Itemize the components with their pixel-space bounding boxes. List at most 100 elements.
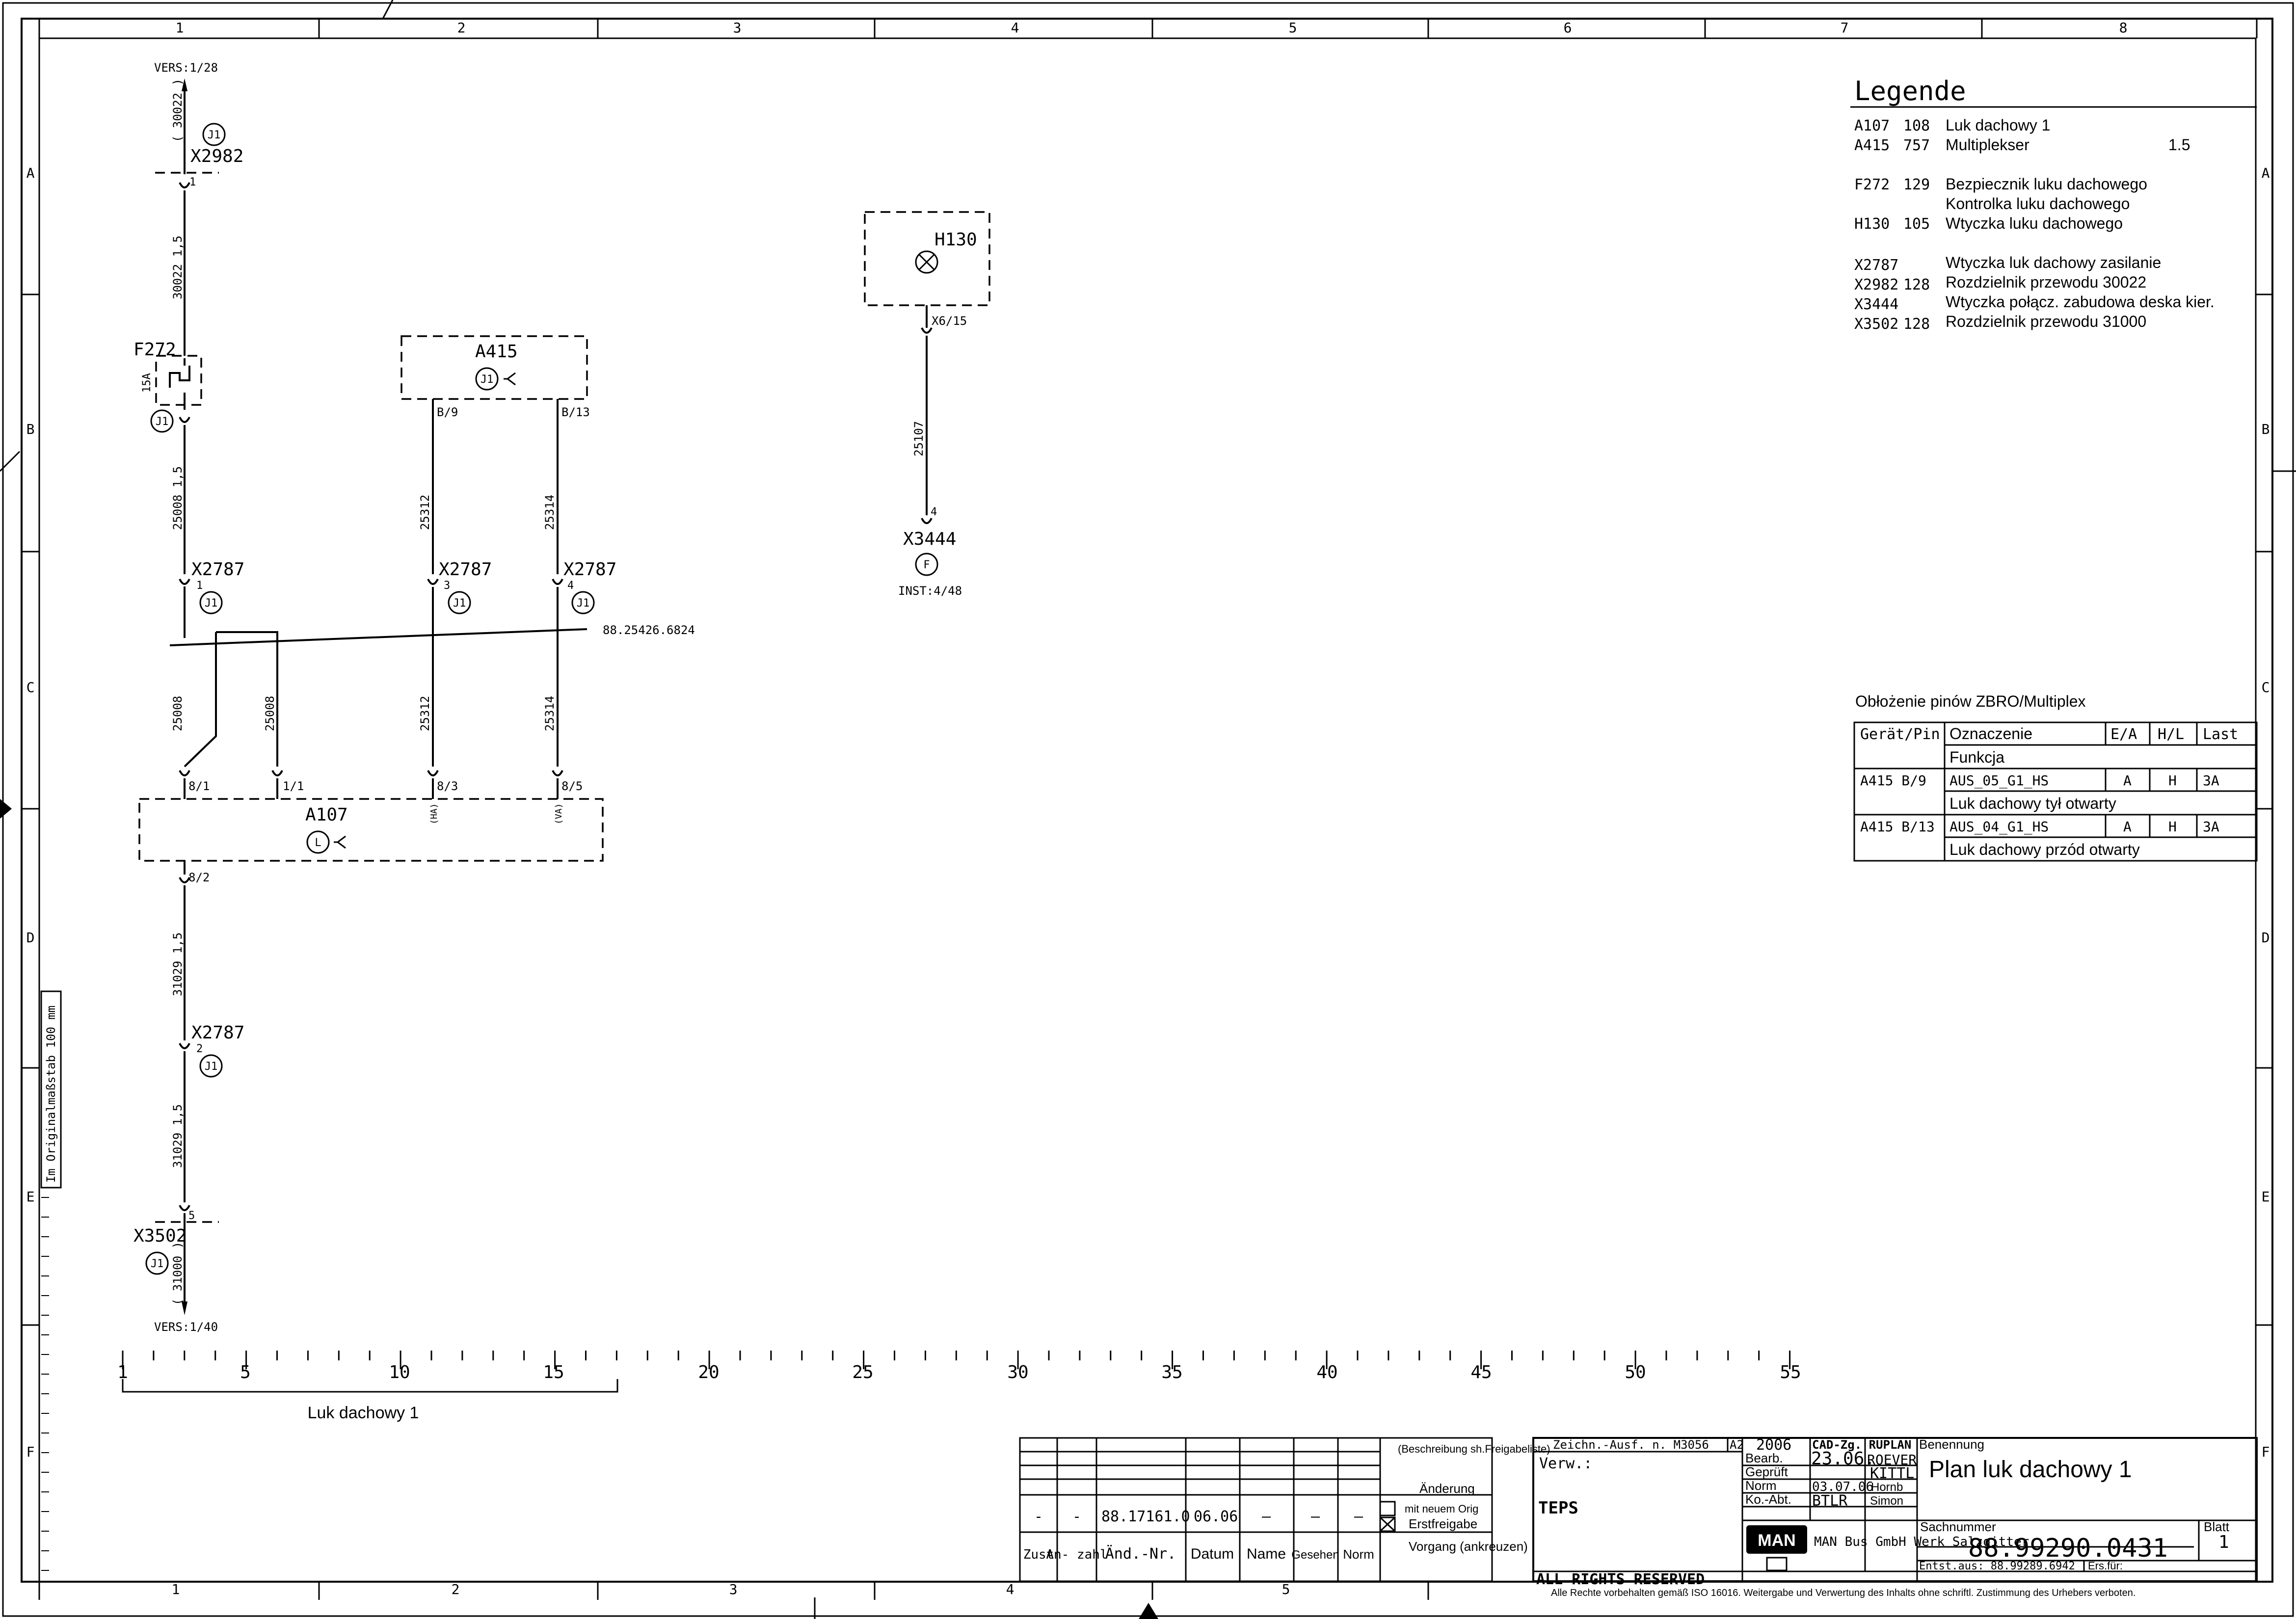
svg-text:7: 7 <box>1841 20 1849 36</box>
svg-text:Simon: Simon <box>1870 1494 1903 1508</box>
svg-text:H130: H130 <box>934 230 977 250</box>
svg-text:AUS_05_G1_HS: AUS_05_G1_HS <box>1949 772 2049 789</box>
svg-text:—: — <box>1262 1508 1271 1525</box>
svg-text:757: 757 <box>1903 137 1930 154</box>
svg-text:3: 3 <box>729 1581 738 1597</box>
schematic-labels: VERS:1/28 J1 X2982 ( 30022 ) 1 30022 1,5… <box>133 61 977 1334</box>
svg-text:Geprüft: Geprüft <box>1745 1464 1788 1479</box>
row-labels: A B C D E F A B C D E F <box>27 165 2270 1460</box>
svg-text:Wtyczka połącz. zabudowa deska: Wtyczka połącz. zabudowa deska kier. <box>1946 293 2215 311</box>
svg-text:J1: J1 <box>208 129 221 141</box>
svg-text:Zeichn.-Ausf. n. M3056: Zeichn.-Ausf. n. M3056 <box>1553 1438 1709 1452</box>
svg-text:Zust: Zust <box>1023 1547 1054 1562</box>
svg-text:5: 5 <box>188 1210 195 1222</box>
svg-text:3A: 3A <box>2203 819 2219 835</box>
legend: Legende A107 108 Luk dachowy 1 A415 757 … <box>1850 76 2257 333</box>
svg-text:A: A <box>2123 819 2132 835</box>
svg-text:E: E <box>2262 1189 2270 1205</box>
svg-text:MAN Bus GmbH Werk Salzgitter: MAN Bus GmbH Werk Salzgitter <box>1814 1535 2029 1549</box>
svg-text:A2: A2 <box>1730 1438 1744 1452</box>
svg-text:X3502: X3502 <box>1854 316 1898 333</box>
svg-text:E: E <box>27 1189 35 1205</box>
svg-text:F272: F272 <box>133 340 176 360</box>
svg-text:Kontrolka luku dachowego: Kontrolka luku dachowego <box>1946 195 2130 212</box>
svg-text:A: A <box>27 165 35 181</box>
svg-text:X2982: X2982 <box>190 146 243 166</box>
svg-text:An- zahl: An- zahl <box>1046 1547 1107 1562</box>
svg-text:TEPS: TEPS <box>1538 1498 1578 1518</box>
svg-text:Legende: Legende <box>1854 76 1966 106</box>
svg-text:E/A: E/A <box>2110 726 2137 743</box>
svg-text:Im Originalmaßstab 100 mm: Im Originalmaßstab 100 mm <box>44 1006 58 1183</box>
svg-text:25008: 25008 <box>263 696 277 731</box>
svg-text:Luk dachowy 1: Luk dachowy 1 <box>1946 116 2050 134</box>
svg-text:-: - <box>1034 1508 1043 1525</box>
svg-text:45: 45 <box>1470 1362 1492 1382</box>
svg-text:3: 3 <box>444 580 450 592</box>
svg-text:VERS:1/28: VERS:1/28 <box>154 61 218 75</box>
svg-text:25: 25 <box>852 1362 873 1382</box>
svg-text:2: 2 <box>452 1581 460 1597</box>
svg-text:Datum: Datum <box>1191 1546 1234 1562</box>
svg-text:H/L: H/L <box>2158 726 2184 743</box>
svg-text:105: 105 <box>1903 215 1930 233</box>
svg-text:H130: H130 <box>1854 215 1890 233</box>
svg-text:C: C <box>27 679 35 695</box>
svg-text:4: 4 <box>931 506 937 518</box>
svg-text:BTLR: BTLR <box>1812 1492 1848 1510</box>
svg-text:1: 1 <box>117 1362 128 1382</box>
svg-text:25314: 25314 <box>543 495 557 530</box>
svg-text:Rozdzielnik przewodu 31000: Rozdzielnik przewodu 31000 <box>1946 313 2146 330</box>
svg-text:Änd.-Nr.: Änd.-Nr. <box>1105 1545 1176 1563</box>
a107-module <box>138 798 604 862</box>
svg-text:Verw.:: Verw.: <box>1539 1455 1592 1472</box>
svg-text:25312: 25312 <box>418 495 432 530</box>
svg-text:31029 1,5: 31029 1,5 <box>171 1104 185 1168</box>
svg-text:108: 108 <box>1903 117 1930 134</box>
svg-text:C: C <box>2262 679 2270 695</box>
svg-text:J1: J1 <box>453 597 466 610</box>
svg-text:1: 1 <box>2218 1532 2229 1552</box>
svg-text:8/5: 8/5 <box>561 779 583 793</box>
svg-text:5: 5 <box>1282 1581 1290 1597</box>
svg-text:Ko.-Abt.: Ko.-Abt. <box>1745 1492 1791 1507</box>
svg-text:F272: F272 <box>1854 176 1890 193</box>
svg-text:( 30022 ): ( 30022 ) <box>171 79 185 142</box>
svg-text:INST:4/48: INST:4/48 <box>898 584 962 598</box>
svg-text:mit neuem Orig: mit neuem Orig <box>1405 1503 1478 1515</box>
svg-text:Wtyczka luku dachowego: Wtyczka luku dachowego <box>1946 214 2123 232</box>
svg-text:Plan luk dachowy 1: Plan luk dachowy 1 <box>1929 1457 2132 1483</box>
svg-text:1: 1 <box>196 580 203 592</box>
svg-text:2006: 2006 <box>1756 1436 1791 1454</box>
svg-text:88.25426.6824: 88.25426.6824 <box>603 623 695 637</box>
svg-text:10: 10 <box>389 1362 410 1382</box>
svg-text:X3444: X3444 <box>1854 296 1898 313</box>
svg-text:-: - <box>1072 1508 1081 1525</box>
svg-text:A415: A415 <box>1854 137 1890 154</box>
svg-text:15A: 15A <box>141 373 153 393</box>
svg-text:—: — <box>1354 1508 1363 1525</box>
svg-text:—: — <box>1311 1508 1320 1525</box>
svg-text:A107: A107 <box>305 805 348 825</box>
svg-text:Oznaczenie: Oznaczenie <box>1949 725 2032 743</box>
a415-module <box>400 335 588 799</box>
svg-text:B: B <box>2262 421 2270 437</box>
svg-text:25008: 25008 <box>171 696 185 731</box>
svg-text:Alle Rechte vorbehalten gemäß: Alle Rechte vorbehalten gemäß ISO 16016.… <box>1551 1588 2136 1598</box>
svg-text:H: H <box>2168 772 2177 789</box>
pin-table: Obłożenie pinów ZBRO/Multiplex Gerät/Pin… <box>1853 692 2258 862</box>
scale-ruler: 1 5 10 15 20 25 30 35 40 45 50 55 Luk da… <box>41 1197 1801 1571</box>
svg-text:Gesehen: Gesehen <box>1291 1548 1339 1562</box>
svg-text:Erstfreigabe: Erstfreigabe <box>1409 1516 1477 1531</box>
man-logo <box>1746 1525 1807 1554</box>
svg-text:X3444: X3444 <box>903 529 956 549</box>
svg-text:Luk dachowy przód otwarty: Luk dachowy przód otwarty <box>1949 841 2140 858</box>
svg-text:Hornb: Hornb <box>1871 1481 1903 1494</box>
svg-text:(VA): (VA) <box>554 803 564 824</box>
svg-text:Norm: Norm <box>1343 1547 1374 1562</box>
svg-text:Blatt: Blatt <box>2204 1519 2230 1534</box>
svg-text:A107: A107 <box>1854 117 1890 134</box>
svg-text:1: 1 <box>189 176 196 188</box>
harness-line <box>169 628 587 646</box>
svg-text:X2982: X2982 <box>1854 276 1898 293</box>
